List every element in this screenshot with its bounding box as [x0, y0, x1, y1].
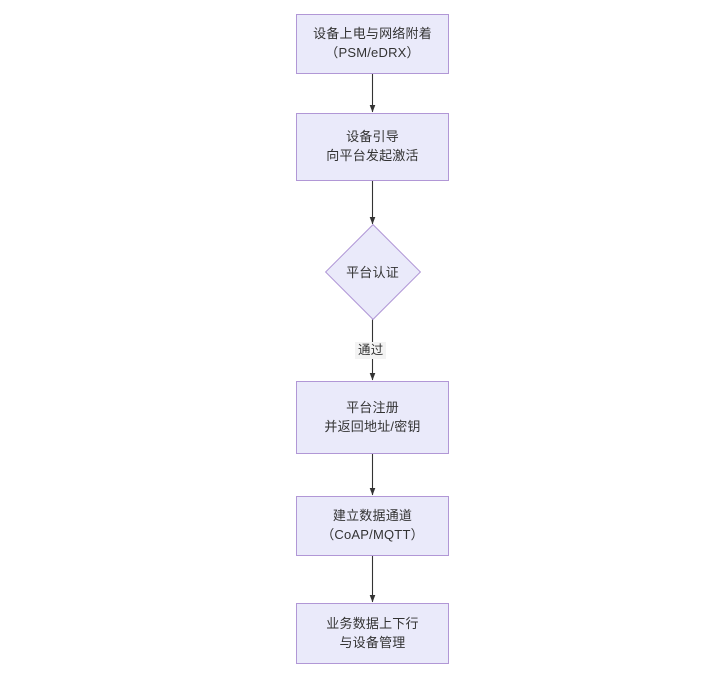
node-power-on[interactable]: 设备上电与网络附着 （PSM/eDRX）	[296, 14, 449, 74]
node-platform-register[interactable]: 平台注册 并返回地址/密钥	[296, 381, 449, 454]
node-power-on-line-1: 设备上电与网络附着	[313, 26, 432, 42]
edge-label-pass: 通过	[355, 342, 387, 359]
node-business-data-line-2: 与设备管理	[339, 634, 406, 650]
node-bootstrap-line-1: 设备引导	[346, 129, 399, 145]
node-power-on-line-2: （PSM/eDRX）	[325, 45, 420, 60]
node-bootstrap[interactable]: 设备引导 向平台发起激活	[296, 113, 449, 181]
node-data-channel[interactable]: 建立数据通道 （CoAP/MQTT）	[296, 496, 449, 556]
node-data-channel-line-1: 建立数据通道	[332, 508, 413, 524]
node-platform-register-line-1: 平台注册	[346, 399, 399, 415]
node-bootstrap-line-2: 向平台发起激活	[326, 148, 419, 163]
node-platform-register-line-2: 并返回地址/密钥	[324, 418, 421, 434]
node-platform-auth-label: 平台认证	[346, 265, 399, 280]
node-platform-auth[interactable]: 平台认证	[324, 223, 421, 320]
node-business-data-line-1: 业务数据上下行	[326, 615, 419, 631]
node-business-data[interactable]: 业务数据上下行 与设备管理	[296, 603, 449, 664]
node-data-channel-line-2: （CoAP/MQTT）	[321, 527, 424, 542]
